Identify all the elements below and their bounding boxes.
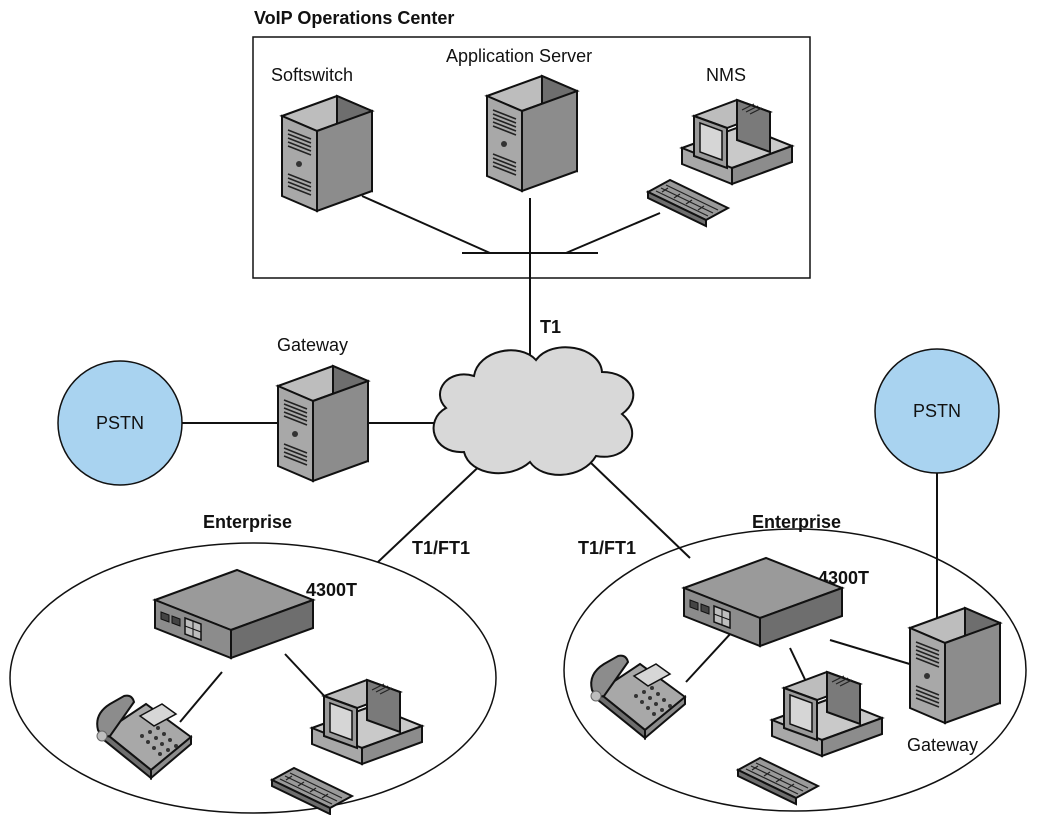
right-gateway-label: Gateway (907, 735, 978, 755)
left-keyboard-icon (271, 767, 353, 815)
left-router-pc-link (284, 653, 329, 701)
right-router-phone-link (685, 631, 733, 683)
left-router-phone-link (179, 671, 223, 723)
ops-center-box (252, 36, 811, 279)
right-computer-icon (771, 671, 883, 757)
connection-lines (179, 195, 938, 723)
pstn-left-circle (57, 360, 183, 486)
app-server-icon (486, 75, 578, 192)
nms-keyboard-icon (647, 179, 729, 227)
nms-link (565, 212, 661, 254)
left-router-icon (154, 569, 314, 659)
link-left-label: T1/FT1 (412, 538, 470, 558)
enterprise-left-router-label: 4300T (306, 580, 357, 600)
enterprise-right-title: Enterprise (752, 512, 841, 532)
right-gateway-server-icon (909, 607, 1001, 724)
link-right-label: T1/FT1 (578, 538, 636, 558)
cloud-icon (432, 346, 635, 476)
pstn-right-label: PSTN (913, 401, 961, 421)
nms-computer-icon (681, 99, 793, 185)
pstn-right-circle (874, 348, 1000, 474)
right-router-gateway-link (829, 639, 914, 666)
right-keyboard-icon (737, 757, 819, 805)
left-phone-icon (96, 694, 192, 779)
softswitch-server-icon (281, 95, 373, 212)
cloud-enterprise-right-link (589, 461, 691, 559)
softswitch-label: Softswitch (271, 65, 353, 85)
gateway-label: Gateway (277, 335, 348, 355)
t1-uplink-label: T1 (540, 317, 561, 337)
enterprise-left-title: Enterprise (203, 512, 292, 532)
ops-center-title: VoIP Operations Center (254, 8, 454, 28)
app-server-label: Application Server (446, 46, 592, 66)
cloud-enterprise-left-link (377, 457, 489, 563)
softswitch-link (361, 195, 491, 254)
nms-label: NMS (706, 65, 746, 85)
enterprise-left-ellipse (9, 542, 497, 814)
gateway-server-icon (277, 365, 369, 482)
enterprise-right-ellipse (563, 528, 1027, 812)
right-phone-icon (590, 654, 686, 739)
left-computer-icon (311, 679, 423, 765)
pstn-left-label: PSTN (96, 413, 144, 433)
